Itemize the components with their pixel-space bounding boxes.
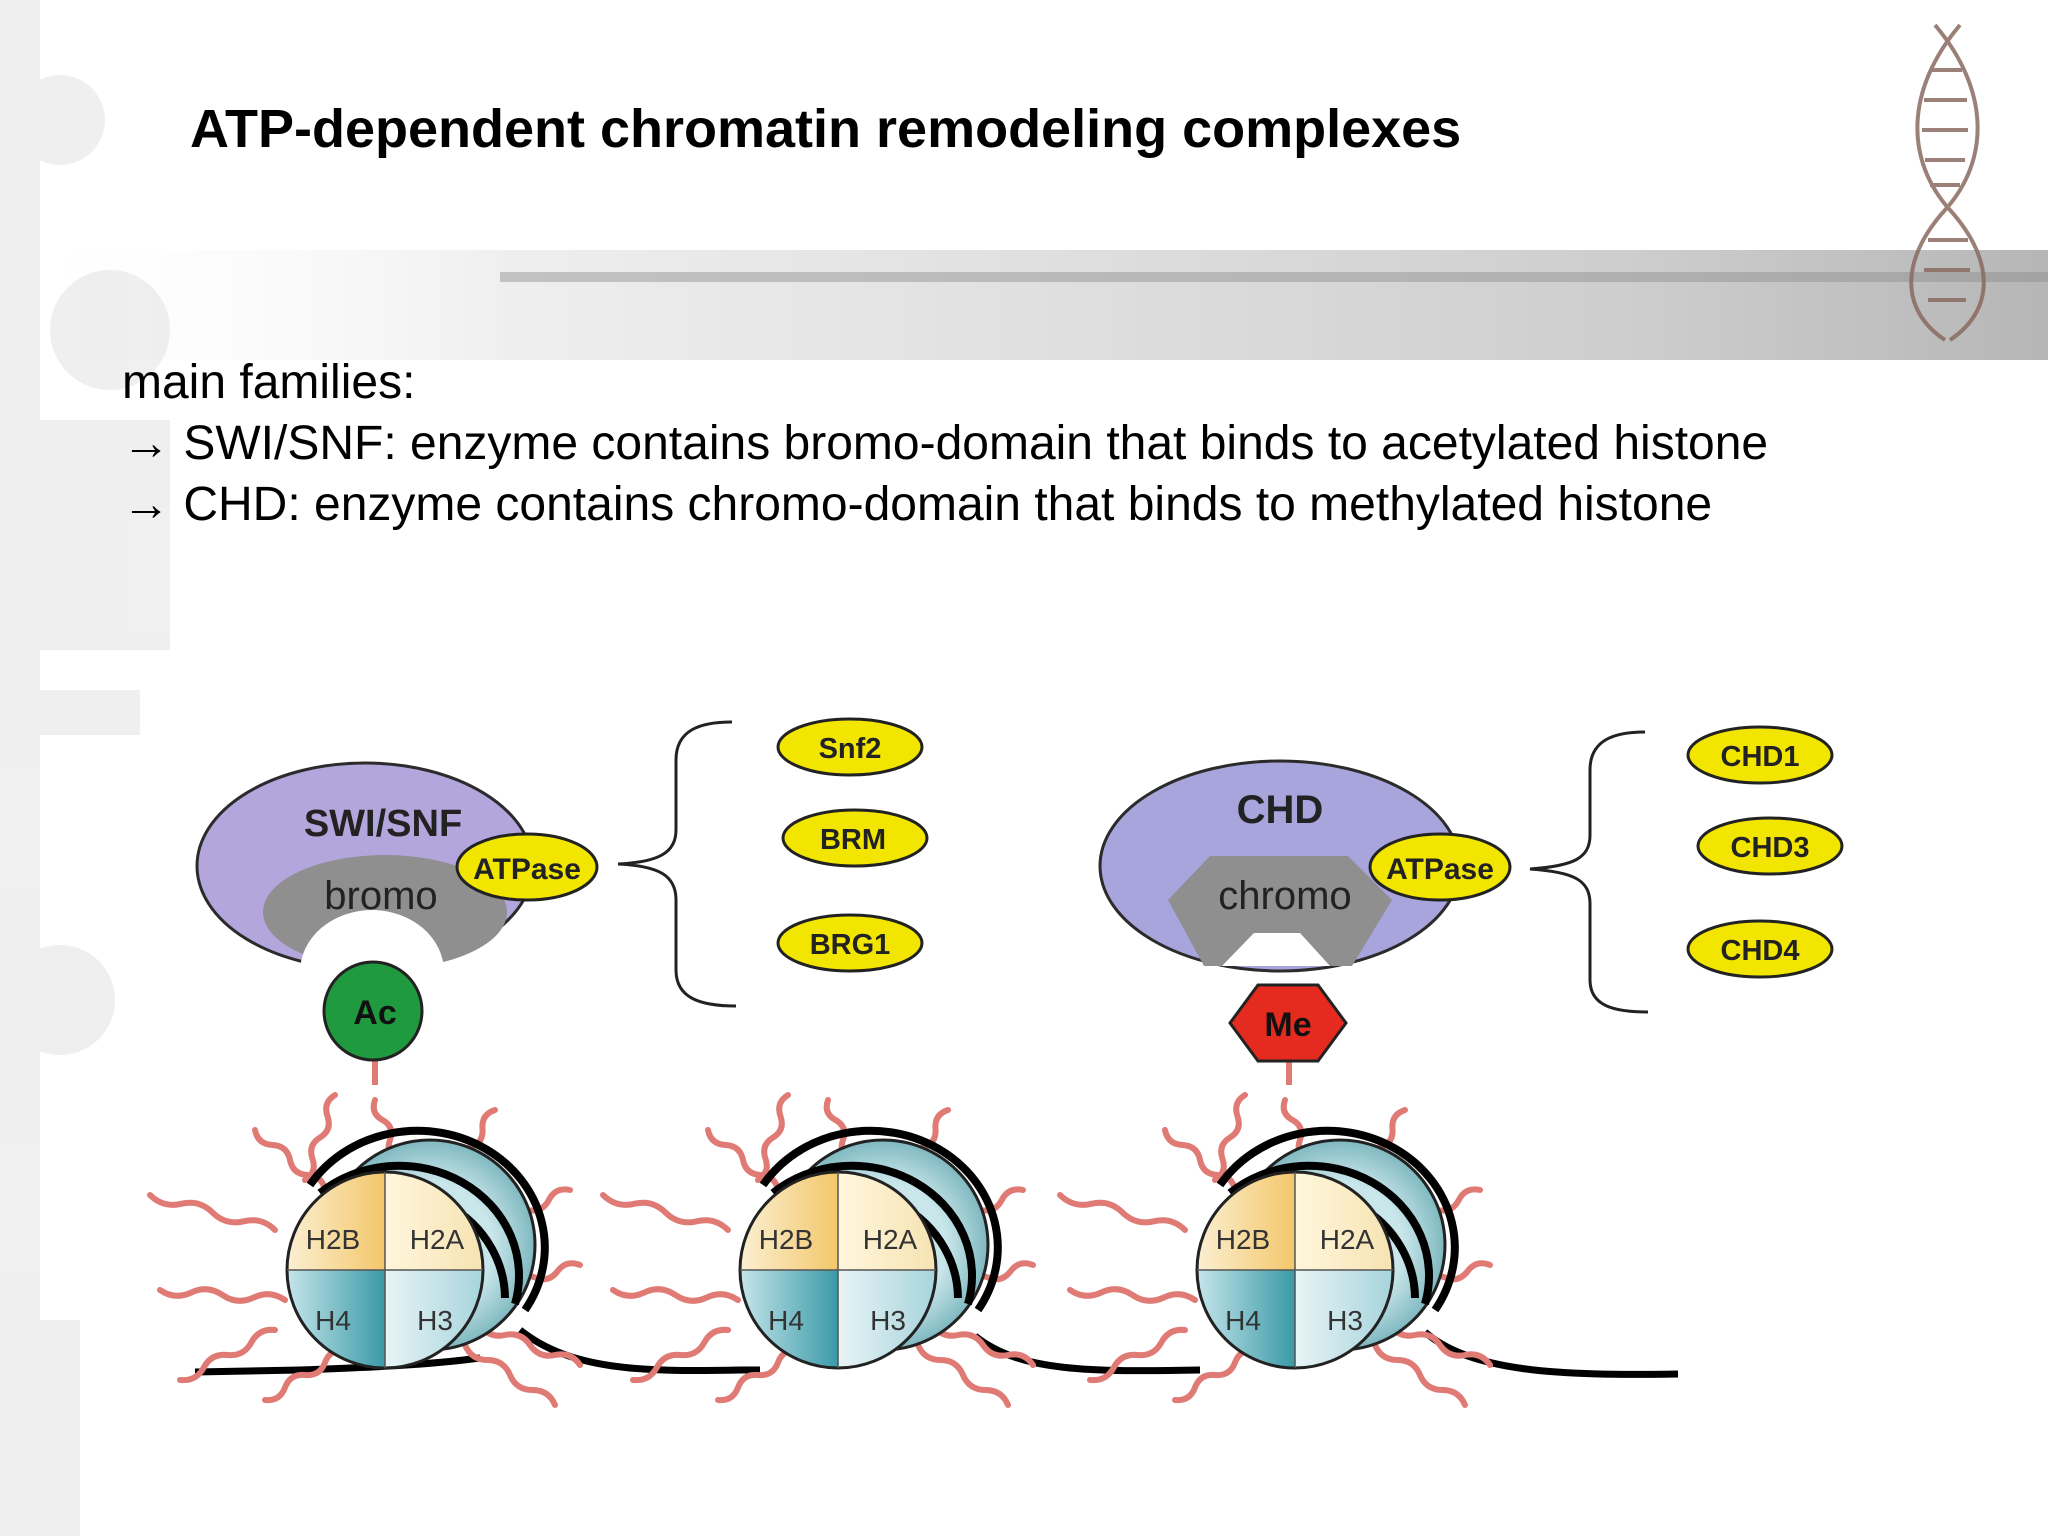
body-line-swisnf: → SWI/SNF: enzyme contains bromo-domain … [122,417,1769,470]
member-brg1 [776,913,924,973]
member-chd1-label: CHD1 [1721,741,1800,773]
dna-wrap [770,1161,976,1306]
histone-tail [302,1092,338,1183]
swisnf-members: Snf2 BRM BRG1 [776,717,929,973]
swisnf-atpase-label: ATPase [473,853,581,886]
histone-tail [610,1286,741,1304]
histone-tail [630,1326,731,1384]
histone-label-h2b: H2B [1216,1224,1270,1255]
chromo-domain [1168,856,1392,966]
histone-h3 [385,1270,483,1368]
slide-body: main families: → SWI/SNF: enzyme contain… [122,352,1768,535]
histone-h2b [740,1172,838,1270]
bromo-label: bromo [324,874,437,918]
swisnf-bracket [617,720,737,1008]
chd-atpase-label: ATPase [1386,853,1494,886]
member-brm [781,808,929,868]
swisnf-complex: SWI/SNF bromo ATPase [195,761,599,972]
dna-wrap [317,1161,523,1306]
histone-label-h3: H3 [870,1305,906,1336]
body-line-chd: → CHD: enzyme contains chromo-domain tha… [122,478,1713,531]
histone-h2b [287,1172,385,1270]
histone-h2a [385,1172,483,1270]
member-chd3-label: CHD3 [1731,832,1810,864]
histone-h4 [740,1270,838,1368]
histone-label-h2a: H2A [863,1224,918,1255]
histone-tail [600,1192,731,1233]
histone-h2b [1197,1172,1295,1270]
histone-label-h3: H3 [417,1305,453,1336]
chd-label: CHD [1237,788,1324,832]
member-chd4-label: CHD4 [1721,935,1800,967]
histone-label-h4: H4 [315,1305,351,1336]
dna-wrap [306,1126,549,1313]
chd-complex: CHD chromo ATPase [1098,759,1512,973]
chd-members: CHD1 CHD3 CHD4 [1686,725,1844,979]
acetyl-mark: Ac [322,960,424,1085]
swisnf-label: SWI/SNF [304,803,462,845]
chd-atpase [1368,832,1512,902]
nucleosome-row: H2B H2A H4 H3 H2B H2A H4 H3 H2B H2A H4 H3 [147,1092,1493,1408]
histone-label-h2a: H2A [410,1224,465,1255]
slide-title: ATP-dependent chromatin remodeling compl… [190,99,1462,159]
methyl-label: Me [1264,1006,1311,1044]
histone-tail [1057,1192,1188,1233]
histone-tail [177,1326,278,1384]
chd-bracket [1529,730,1649,1014]
member-snf2-label: Snf2 [819,733,882,765]
histone-tail [1387,1322,1493,1368]
histone-tail [715,1346,801,1404]
dna-wrap [759,1126,1002,1313]
histone-tail [755,1092,791,1183]
histone-tail [1067,1286,1198,1304]
member-chd3 [1696,816,1844,876]
histone-tail [915,1342,1011,1408]
histone-tail [262,1346,348,1404]
histone-h4 [1197,1270,1295,1368]
histone-tail [1172,1346,1258,1404]
histone-label-h2a: H2A [1320,1224,1375,1255]
histone-h2a [1295,1172,1393,1270]
member-chd4 [1686,919,1834,979]
dna-wrap [1227,1161,1433,1306]
body-line-intro: main families: [122,356,416,409]
histone-tail [147,1192,278,1233]
member-brg1-label: BRG1 [810,929,891,961]
dna-wrap [1216,1126,1459,1313]
histone-tail [462,1342,558,1408]
histone-label-h4: H4 [1225,1305,1261,1336]
histone-h4 [287,1270,385,1368]
nucleosome-1: H2B H2A H4 H3 [147,1092,583,1408]
chromo-label: chromo [1218,874,1351,918]
histone-tail [1212,1092,1248,1183]
histone-label-h2b: H2B [759,1224,813,1255]
histone-label-h4: H4 [768,1305,804,1336]
histone-tail [157,1286,288,1304]
member-brm-label: BRM [820,824,886,856]
histone-tail [1087,1326,1188,1384]
member-snf2 [776,717,924,777]
methyl-mark: Me [1228,983,1348,1085]
histone-tail [1372,1342,1468,1408]
histone-h3 [838,1270,936,1368]
swisnf-atpase [455,832,599,902]
histone-label-h3: H3 [1327,1305,1363,1336]
histone-label-h2b: H2B [306,1224,360,1255]
dna-helix-icon [1909,23,1986,342]
histone-tail [930,1322,1036,1368]
histone-h2a [838,1172,936,1270]
member-chd1 [1686,725,1834,785]
acetyl-label: Ac [353,994,396,1032]
nucleosome-2: H2B H2A H4 H3 [600,1092,1036,1408]
nucleosome-3: H2B H2A H4 H3 [1057,1092,1493,1408]
histone-tail [477,1322,583,1368]
histone-h3 [1295,1270,1393,1368]
